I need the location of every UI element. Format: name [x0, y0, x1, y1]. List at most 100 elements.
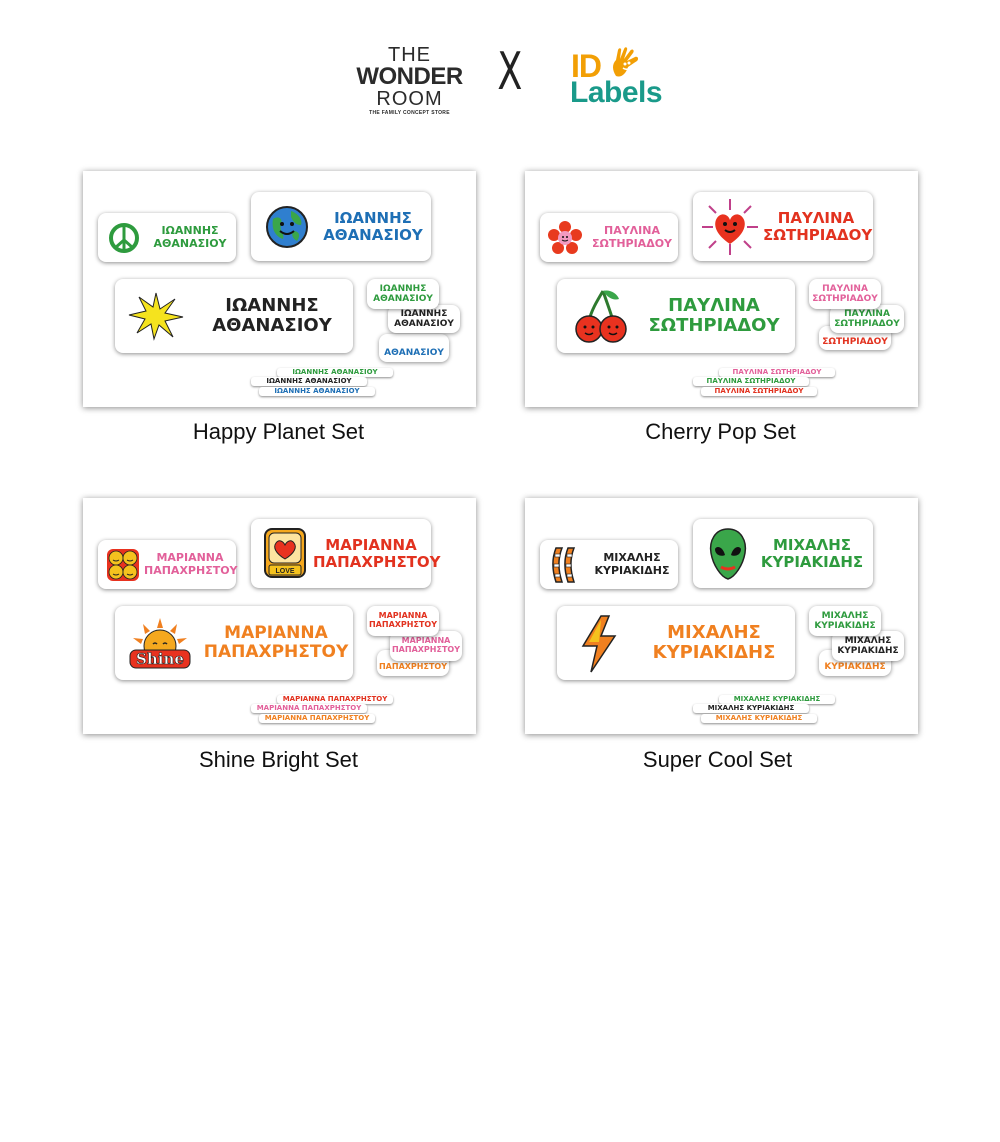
label-last-name: ΣΩΤΗΡΙΑΔΟΥ: [822, 336, 888, 347]
label-last-name: ΚΥΡΙΑΚΙΔΗΣ: [760, 552, 864, 571]
label-last-name: ΚΥΡΙΑΚΙΔΗΣ: [814, 621, 876, 631]
mini-label: ΜΙΧΑΛΗΣ ΚΥΡΙΑΚΙΔΗΣ: [832, 631, 904, 661]
set-panel-super-cool[interactable]: ΜΙΧΑΛΗΣ ΚΥΡΙΑΚΙΔΗΣ ΜΙΧΑΛΗΣ ΚΥΡΙΑΚΙΔΗΣ ΜΙ…: [525, 498, 918, 734]
cherry-icon: [575, 290, 627, 343]
name-strip: ΜΑΡΙΑΝΝΑ ΠΑΠΑΧΡΗΣΤΟΥ: [251, 704, 367, 713]
love-heart-icon: LOVE: [264, 528, 306, 578]
large-label: ΜΙΧΑΛΗΣ ΚΥΡΙΑΚΙΔΗΣ: [557, 606, 795, 680]
name-strip: ΜΑΡΙΑΝΝΑ ΠΑΠΑΧΡΗΣΤΟΥ: [259, 714, 375, 723]
mini-label: ΜΙΧΑΛΗΣ ΚΥΡΙΑΚΙΔΗΣ: [809, 606, 881, 636]
alien-icon: [709, 528, 747, 580]
medium-label: LOVE ΜΑΡΙΑΝΝΑ ΠΑΠΑΧΡΗΣΤΟΥ: [251, 519, 441, 588]
label-first-name: ΙΩΑΝΝΗΣ: [225, 294, 319, 316]
label-last-name: ΠΑΠΑΧΡΗΣΤΟΥ: [203, 642, 349, 662]
label-first-name: ΠΑΥΛΙΝΑ: [603, 224, 660, 238]
label-last-name: ΠΑΠΑΧΡΗΣΤΟΥ: [368, 620, 437, 629]
heart-icon: [702, 199, 758, 255]
lightning-bolt-icon: [581, 615, 617, 673]
large-label: ΙΩΑΝΝΗΣ ΑΘΑΝΑΣΙΟΥ: [115, 279, 353, 353]
label-first-name: ΜΙΧΑΛΗΣ: [667, 621, 761, 643]
label-last-name: ΠΑΠΑΧΡΗΣΤΟΥ: [313, 552, 441, 571]
shine-sun-icon: Shine: [129, 618, 191, 669]
name-strip: ΜΙΧΑΛΗΣ ΚΥΡΙΑΚΙΔΗΣ: [693, 704, 809, 713]
mini-label: ΜΑΡΙΑΝΝΑ ΠΑΠΑΧΡΗΣΤΟΥ: [367, 606, 439, 636]
label-first-name: ΜΑΡΙΑΝΝΑ: [325, 535, 417, 554]
large-label: ΠΑΥΛΙΝΑ ΣΩΤΗΡΙΑΔΟΥ: [557, 279, 795, 353]
label-first-name: ΜΑΡΙΑΝΝΑ: [224, 622, 328, 643]
label-last-name: ΣΩΤΗΡΙΑΔΟΥ: [812, 294, 878, 304]
label-last-name: ΠΑΠΑΧΡΗΣΤΟΥ: [378, 661, 447, 671]
shine-text: Shine: [136, 650, 184, 668]
header-logos: THE WONDER ROOM THE FAMILY CONCEPT STORE…: [0, 40, 1000, 120]
small-label: ΙΩΑΝΝΗΣ ΑΘΑΝΑΣΙΟΥ: [98, 213, 236, 262]
label-first-name: ΜΑΡΙΑΝΝΑ: [156, 551, 224, 565]
mini-label: ΜΑΡΙΑΝΝΑ ΠΑΠΑΧΡΗΣΤΟΥ: [390, 631, 462, 661]
label-first-name: ΜΙΧΑΛΗΣ: [821, 610, 869, 621]
label-last-name: ΑΘΑΝΑΣΙΟΥ: [212, 315, 332, 336]
mini-label: ΑΘΑΝΑΣΙΟΥ: [379, 334, 449, 362]
label-first-name: ΜΑΡΙΑΝΝΑ: [401, 636, 451, 646]
set-caption[interactable]: Cherry Pop Set: [645, 419, 796, 444]
label-first-name: ΠΑΥΛΙΝΑ: [777, 208, 855, 227]
small-label: ΜΙΧΑΛΗΣ ΚΥΡΙΑΚΙΔΗΣ: [540, 540, 678, 589]
large-label: Shine ΜΑΡΙΑΝΝΑ ΠΑΠΑΧΡΗΣΤΟΥ: [115, 606, 353, 680]
label-first-name: ΜΑΡΙΑΝΝΑ: [378, 611, 428, 621]
set-panel-happy-planet[interactable]: ΙΩΑΝΝΗΣ ΑΘΑΝΑΣΙΟΥ ΙΩΑΝΝΗΣ ΑΘΑΝΑΣΙΟΥ ΙΩΑΝ…: [83, 171, 476, 407]
name-strip: ΜΙΧΑΛΗΣ ΚΥΡΙΑΚΙΔΗΣ: [701, 714, 817, 723]
medium-label: ΜΙΧΑΛΗΣ ΚΥΡΙΑΚΙΔΗΣ: [693, 519, 873, 588]
label-last-name: ΠΑΠΑΧΡΗΣΤΟΥ: [391, 645, 460, 654]
name-strip: ΠΑΥΛΙΝΑ ΣΩΤΗΡΙΑΔΟΥ: [701, 387, 817, 396]
set-caption[interactable]: Shine Bright Set: [199, 747, 358, 772]
wonder-room-logo: THE WONDER ROOM THE FAMILY CONCEPT STORE: [356, 44, 463, 116]
flower-icon: [548, 221, 582, 254]
label-first-name: ΠΑΥΛΙΝΑ: [668, 294, 760, 316]
label-last-name: ΑΘΑΝΑΣΙΟΥ: [373, 294, 433, 304]
set-caption[interactable]: Happy Planet Set: [192, 419, 365, 444]
label-last-name: ΚΥΡΙΑΚΙΔΗΣ: [594, 563, 670, 577]
name-strip: ΜΙΧΑΛΗΣ ΚΥΡΙΑΚΙΔΗΣ: [719, 695, 835, 704]
set-panel-shine-bright[interactable]: ΜΑΡΙΑΝΝΑ ΠΑΠΑΧΡΗΣΤΟΥ LOVE ΜΑΡΙΑΝΝΑ ΠΑΠΑΧ…: [83, 498, 476, 734]
label-last-name: ΚΥΡΙΑΚΙΔΗΣ: [824, 661, 886, 672]
label-last-name: ΑΘΑΝΑΣΙΟΥ: [153, 236, 227, 250]
name-strip: ΠΑΥΛΙΝΑ ΣΩΤΗΡΙΑΔΟΥ: [693, 377, 809, 386]
id-labels-logo: ID Labels: [570, 47, 663, 109]
label-last-name: ΚΥΡΙΑΚΙΔΗΣ: [837, 646, 899, 656]
label-last-name: ΣΩΤΗΡΙΑΔΟΥ: [648, 315, 780, 336]
mini-label: ΙΩΑΝΝΗΣ ΑΘΑΝΑΣΙΟΥ: [367, 279, 439, 309]
small-label: ΜΑΡΙΑΝΝΑ ΠΑΠΑΧΡΗΣΤΟΥ: [98, 540, 238, 589]
label-last-name: ΠΑΠΑΧΡΗΣΤΟΥ: [144, 563, 238, 577]
name-strip: ΠΑΥΛΙΝΑ ΣΩΤΗΡΙΑΔΟΥ: [719, 368, 835, 377]
label-first-name: ΜΙΧΑΛΗΣ: [772, 535, 852, 554]
label-last-name: ΑΘΑΝΑΣΙΟΥ: [384, 347, 444, 358]
label-last-name: ΣΩΤΗΡΙΑΔΟΥ: [834, 319, 900, 329]
earth-icon: [266, 206, 308, 248]
label-last-name: ΣΩΤΗΡΙΑΔΟΥ: [591, 236, 673, 250]
label-last-name: ΚΥΡΙΑΚΙΔΗΣ: [652, 642, 776, 663]
love-text: LOVE: [275, 568, 294, 575]
label-first-name: ΙΩΑΝΝΗΣ: [379, 283, 427, 294]
set-caption[interactable]: Super Cool Set: [642, 747, 793, 772]
label-first-name: ΜΙΧΑΛΗΣ: [844, 635, 892, 646]
label-first-name: ΜΙΧΑΛΗΣ: [603, 551, 661, 565]
name-strip: ΜΑΡΙΑΝΝΑ ΠΑΠΑΧΡΗΣΤΟΥ: [277, 695, 393, 704]
mini-label: ΠΑΥΛΙΝΑ ΣΩΤΗΡΙΑΔΟΥ: [830, 305, 904, 333]
hand-icon: [613, 47, 639, 77]
set-panel-cherry-pop[interactable]: ΠΑΥΛΙΝΑ ΣΩΤΗΡΙΑΔΟΥ ΠΑΥΛΙΝΑ ΣΩΤΗΡΙΑΔΟΥ: [525, 171, 918, 407]
name-strip: ΙΩΑΝΝΗΣ ΑΘΑΝΑΣΙΟΥ: [251, 377, 367, 386]
small-label: ΠΑΥΛΙΝΑ ΣΩΤΗΡΙΑΔΟΥ: [540, 213, 678, 262]
name-strip: ΙΩΑΝΝΗΣ ΑΘΑΝΑΣΙΟΥ: [259, 387, 375, 396]
label-last-name: ΑΘΑΝΑΣΙΟΥ: [394, 319, 454, 329]
mini-label: ΠΑΥΛΙΝΑ ΣΩΤΗΡΙΑΔΟΥ: [809, 279, 881, 309]
peace-sign-icon: [109, 223, 139, 253]
label-first-name: ΠΑΥΛΙΝΑ: [844, 308, 890, 319]
star-icon: [128, 292, 184, 341]
label-first-name: ΙΩΑΝΝΗΣ: [400, 308, 448, 319]
label-last-name: ΣΩΤΗΡΙΑΔΟΥ: [763, 225, 873, 244]
label-first-name: ΙΩΑΝΝΗΣ: [334, 208, 412, 227]
medium-label: ΠΑΥΛΙΝΑ ΣΩΤΗΡΙΑΔΟΥ: [693, 192, 873, 261]
sneaker-laces-icon: [552, 547, 576, 583]
label-first-name: ΙΩΑΝΝΗΣ: [161, 224, 219, 238]
collab-x: X: [497, 42, 523, 102]
medium-label: ΙΩΑΝΝΗΣ ΑΘΑΝΑΣΙΟΥ: [251, 192, 431, 261]
label-last-name: ΑΘΑΝΑΣΙΟΥ: [323, 225, 423, 244]
